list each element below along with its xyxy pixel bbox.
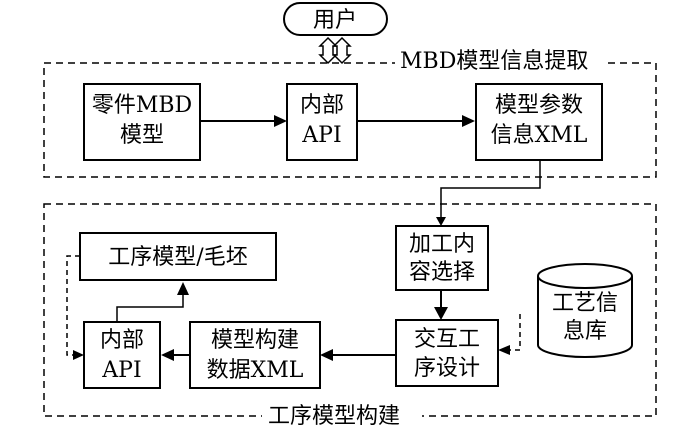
- user-double-arrow: [318, 36, 352, 65]
- process-db-node: [537, 263, 633, 358]
- part-mbd-model-line2: 模型: [120, 123, 164, 148]
- interactive-design-line1: 交互工: [414, 327, 480, 352]
- build-data-xml-line2: 数据XML: [207, 358, 304, 383]
- user-node: [283, 2, 388, 36]
- internal-api-bottom-node: [83, 321, 161, 389]
- extract-group-title: MBD模型信息提取: [400, 49, 588, 74]
- internal-api-bottom-line2: API: [101, 358, 141, 383]
- internal-api-bottom-line1: 内部: [100, 328, 144, 353]
- content-select-line2: 容选择: [409, 260, 475, 285]
- interactive-design-line2: 序设计: [414, 356, 480, 381]
- process-model-label: 工序模型/毛坯: [108, 245, 247, 270]
- content-select-line1: 加工内: [409, 232, 475, 257]
- user-label: 用户: [313, 8, 357, 33]
- build-group-title: 工序模型构建: [268, 404, 400, 429]
- process-db-line2: 息库: [563, 319, 607, 344]
- model-param-xml-line1: 模型参数: [495, 93, 583, 118]
- process-model-node: [79, 232, 277, 281]
- model-param-xml-line2: 信息XML: [491, 123, 588, 148]
- extract-title-bg: [395, 48, 607, 74]
- internal-api-top-node: [286, 83, 358, 161]
- interactive-design-node: [395, 319, 499, 387]
- build-data-xml-line1: 模型构建: [211, 328, 299, 353]
- build-data-xml-node: [189, 321, 321, 389]
- internal-api-top-line2: API: [301, 123, 341, 148]
- extract-group-border: [43, 62, 657, 178]
- internal-api-top-line1: 内部: [300, 93, 344, 118]
- part-mbd-model-node: [83, 83, 201, 161]
- content-select-node: [395, 225, 489, 291]
- build-title-bg: [262, 402, 422, 430]
- process-db-line1: 工艺信: [552, 291, 618, 316]
- model-param-xml-node: [475, 83, 603, 161]
- part-mbd-model-line1: 零件MBD: [92, 93, 192, 118]
- connectors: [66, 115, 541, 361]
